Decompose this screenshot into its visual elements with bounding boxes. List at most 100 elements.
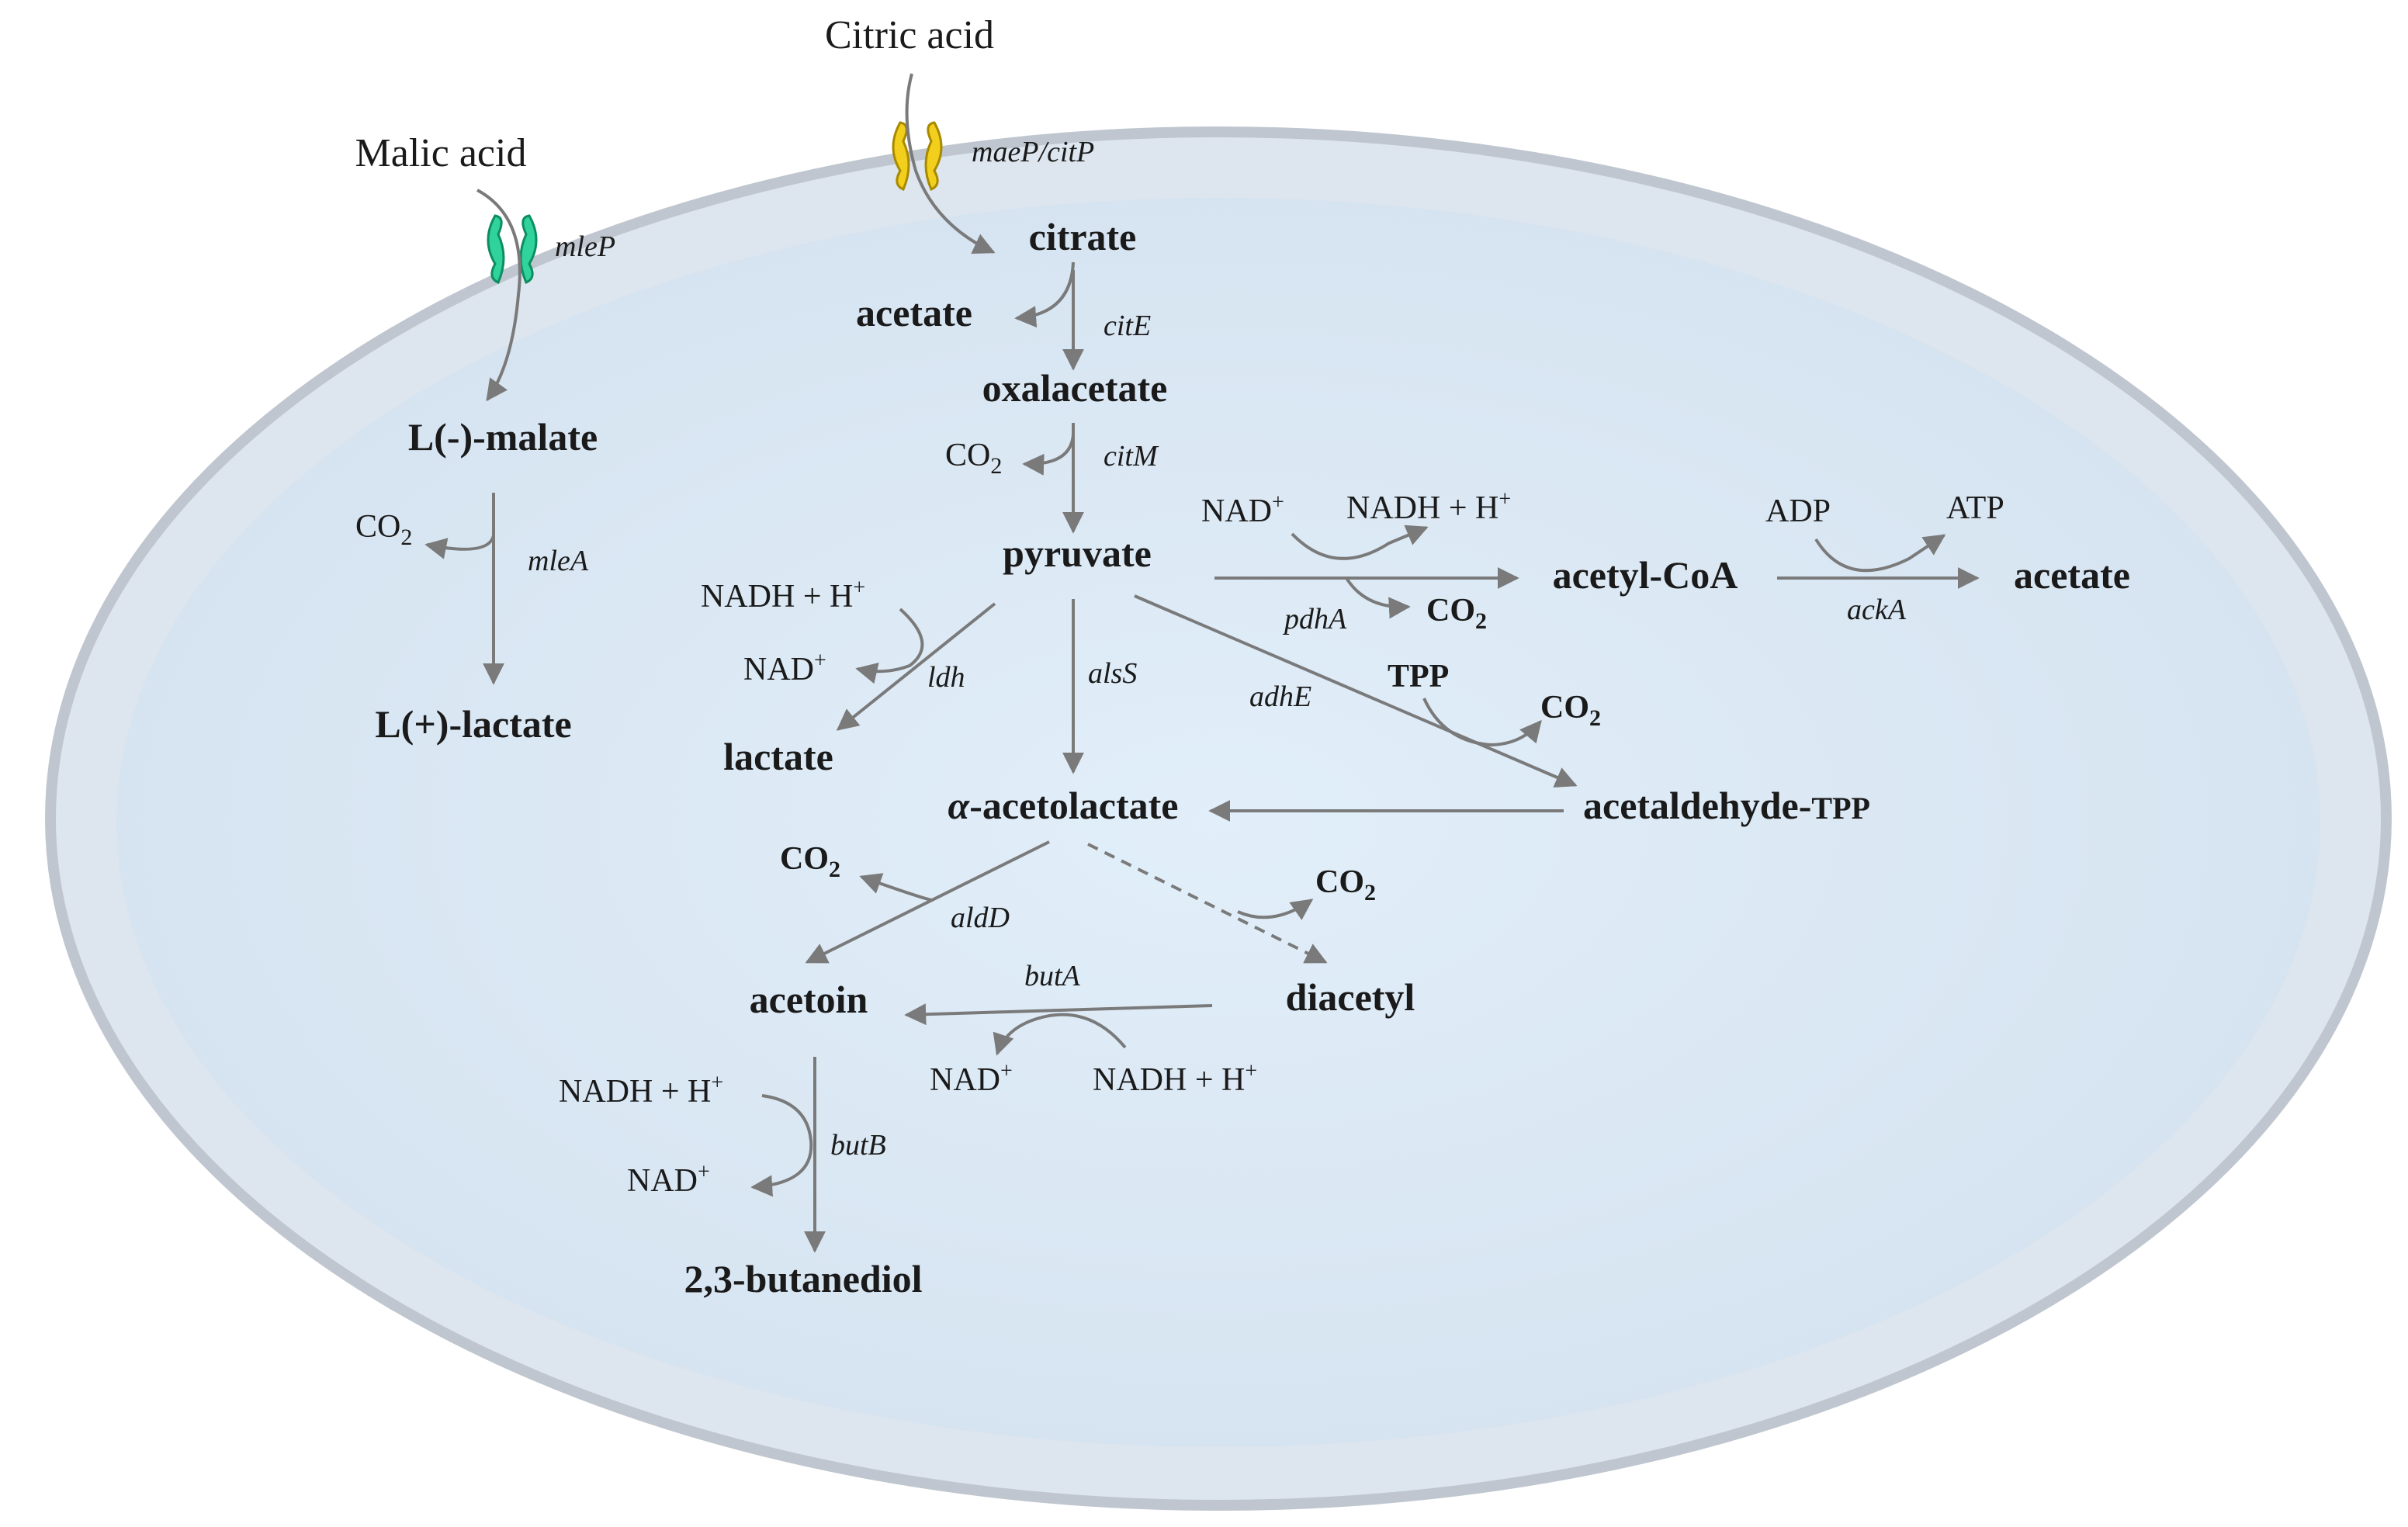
ackA-label: ackA [1847, 594, 1907, 626]
co2-base: CO [1426, 593, 1475, 628]
mleP-transporter-icon [487, 214, 538, 284]
citrate-label: citrate [1029, 215, 1137, 258]
atp-label: ATP [1946, 490, 2004, 526]
adhE-co2-curve [1422, 698, 1542, 747]
nad-base: NAD [627, 1163, 698, 1199]
acetolactate-text: -acetolactate [969, 784, 1178, 827]
diacetyl-co2-curve [1237, 899, 1314, 920]
nad-label-4: NAD+ [627, 1160, 710, 1199]
co2-label-1: CO2 [945, 438, 1002, 479]
co2-subscript: 2 [829, 857, 840, 882]
l-lactate-label: L(+)-lactate [375, 702, 571, 746]
acetate-label-2: acetate [2014, 553, 2130, 597]
nadh-base: NADH + H [1346, 490, 1499, 526]
ldh-nadh-curve [855, 608, 924, 684]
nad-base: NAD [930, 1062, 1000, 1098]
co2-label-2: CO2 [355, 509, 412, 550]
nadh-label-4: NADH + H+ [559, 1071, 723, 1110]
nad-sup: + [814, 649, 826, 673]
nadh-sup: + [711, 1071, 723, 1095]
nadh-label-1: NADH + H+ [1346, 487, 1511, 526]
pyruvate-to-acetaldehyde-arrow [1134, 594, 1578, 788]
citE-label: citE [1104, 310, 1151, 342]
citM-label: citM [1104, 440, 1159, 473]
malic-acid-label: Malic acid [355, 131, 527, 175]
butB-nadh-curve [750, 1094, 813, 1197]
mleA-label: mleA [528, 545, 589, 577]
ldh-label: ldh [927, 661, 965, 694]
nadh-base: NADH + H [701, 579, 853, 615]
lactate-label: lactate [723, 735, 833, 778]
citric-acid-transport-arrow [905, 73, 996, 254]
nadh-sup: + [1245, 1059, 1257, 1083]
co2-base: CO [780, 841, 829, 877]
butA-nadh-curve [993, 1013, 1127, 1056]
adhE-label: adhE [1249, 680, 1311, 713]
pdhA-label: pdhA [1282, 603, 1347, 635]
acetyl-coa-label: acetyl-CoA [1553, 553, 1738, 597]
acetolactate-to-diacetyl-dashed-arrow [1087, 843, 1328, 964]
pdhA-co2-curve [1345, 577, 1411, 619]
alpha-symbol: α [948, 784, 971, 827]
co2-subscript: 2 [1589, 705, 1601, 731]
adp-to-atp-curve [1814, 534, 1946, 573]
pyruvate-to-lactate-arrow [836, 602, 996, 731]
nad-base: NAD [1201, 493, 1272, 529]
l-malate-label: L(-)-malate [408, 415, 598, 459]
bacterial-cell [45, 126, 2392, 1511]
alpha-acetolactate-label: α-acetolactate [948, 784, 1179, 827]
nadh-base: NADH + H [1093, 1062, 1245, 1098]
nad-sup: + [1000, 1059, 1013, 1083]
citrate-acetate-side-arrow [1014, 261, 1075, 328]
nad-label-2: NAD+ [743, 649, 826, 687]
co2-subscript: 2 [1364, 880, 1376, 905]
maeP-citP-label: maeP/citP [972, 136, 1094, 168]
oxalacetate-label: oxalacetate [982, 366, 1168, 410]
nad-sup: + [1272, 490, 1284, 514]
oxalacetate-co2-side-arrow [1022, 434, 1075, 476]
tpp-label: TPP [1388, 659, 1449, 694]
adp-label: ADP [1765, 493, 1831, 529]
diacetyl-to-acetoin-arrow [904, 1003, 1213, 1026]
nadh-sup: + [853, 576, 865, 600]
co2-label-6: CO2 [1315, 864, 1376, 905]
co2-base: CO [355, 509, 400, 545]
maeP-citP-transporter-icon [892, 121, 943, 191]
nad-sup: + [698, 1160, 710, 1184]
citric-acid-label: Citric acid [825, 13, 994, 57]
malate-co2-side-arrow [424, 535, 495, 559]
butanediol-label: 2,3-butanediol [684, 1257, 922, 1300]
co2-subscript: 2 [990, 453, 1002, 479]
alsS-label: alsS [1088, 657, 1137, 690]
co2-base: CO [1315, 864, 1364, 900]
nadh-sup: + [1499, 487, 1511, 511]
nad-base: NAD [743, 652, 814, 687]
pyruvate-label: pyruvate [1003, 532, 1152, 575]
acetaldehyde-text: acetaldehyde- [1583, 784, 1811, 827]
butB-label: butB [830, 1129, 886, 1162]
acetolactate-to-acetoin-arrow [805, 840, 1050, 964]
nadh-label-3: NADH + H+ [1093, 1059, 1257, 1098]
co2-label-5: CO2 [780, 841, 840, 882]
aldD-label: aldD [951, 902, 1010, 934]
nad-label-1: NAD+ [1201, 490, 1284, 529]
nad-to-nadh-curve [1291, 525, 1429, 560]
nad-label-3: NAD+ [930, 1059, 1013, 1098]
co2-subscript: 2 [1475, 608, 1487, 634]
acetaldehyde-tpp-text: TPP [1811, 791, 1870, 826]
co2-subscript: 2 [400, 525, 412, 550]
nadh-base: NADH + H [559, 1074, 711, 1110]
co2-base: CO [1540, 690, 1589, 725]
butA-label: butA [1024, 960, 1081, 992]
co2-label-3: CO2 [1426, 593, 1487, 634]
diacetyl-label: diacetyl [1286, 975, 1415, 1019]
aldD-co2-curve [859, 873, 932, 902]
nadh-label-2: NADH + H+ [701, 576, 865, 615]
co2-base: CO [945, 438, 990, 473]
acetaldehyde-tpp-label: acetaldehyde-TPP [1583, 784, 1870, 827]
acetoin-label: acetoin [750, 978, 868, 1021]
acetate-label-1: acetate [856, 291, 972, 334]
malic-acid-transport-arrow [476, 189, 521, 402]
mleP-label: mleP [555, 230, 615, 263]
